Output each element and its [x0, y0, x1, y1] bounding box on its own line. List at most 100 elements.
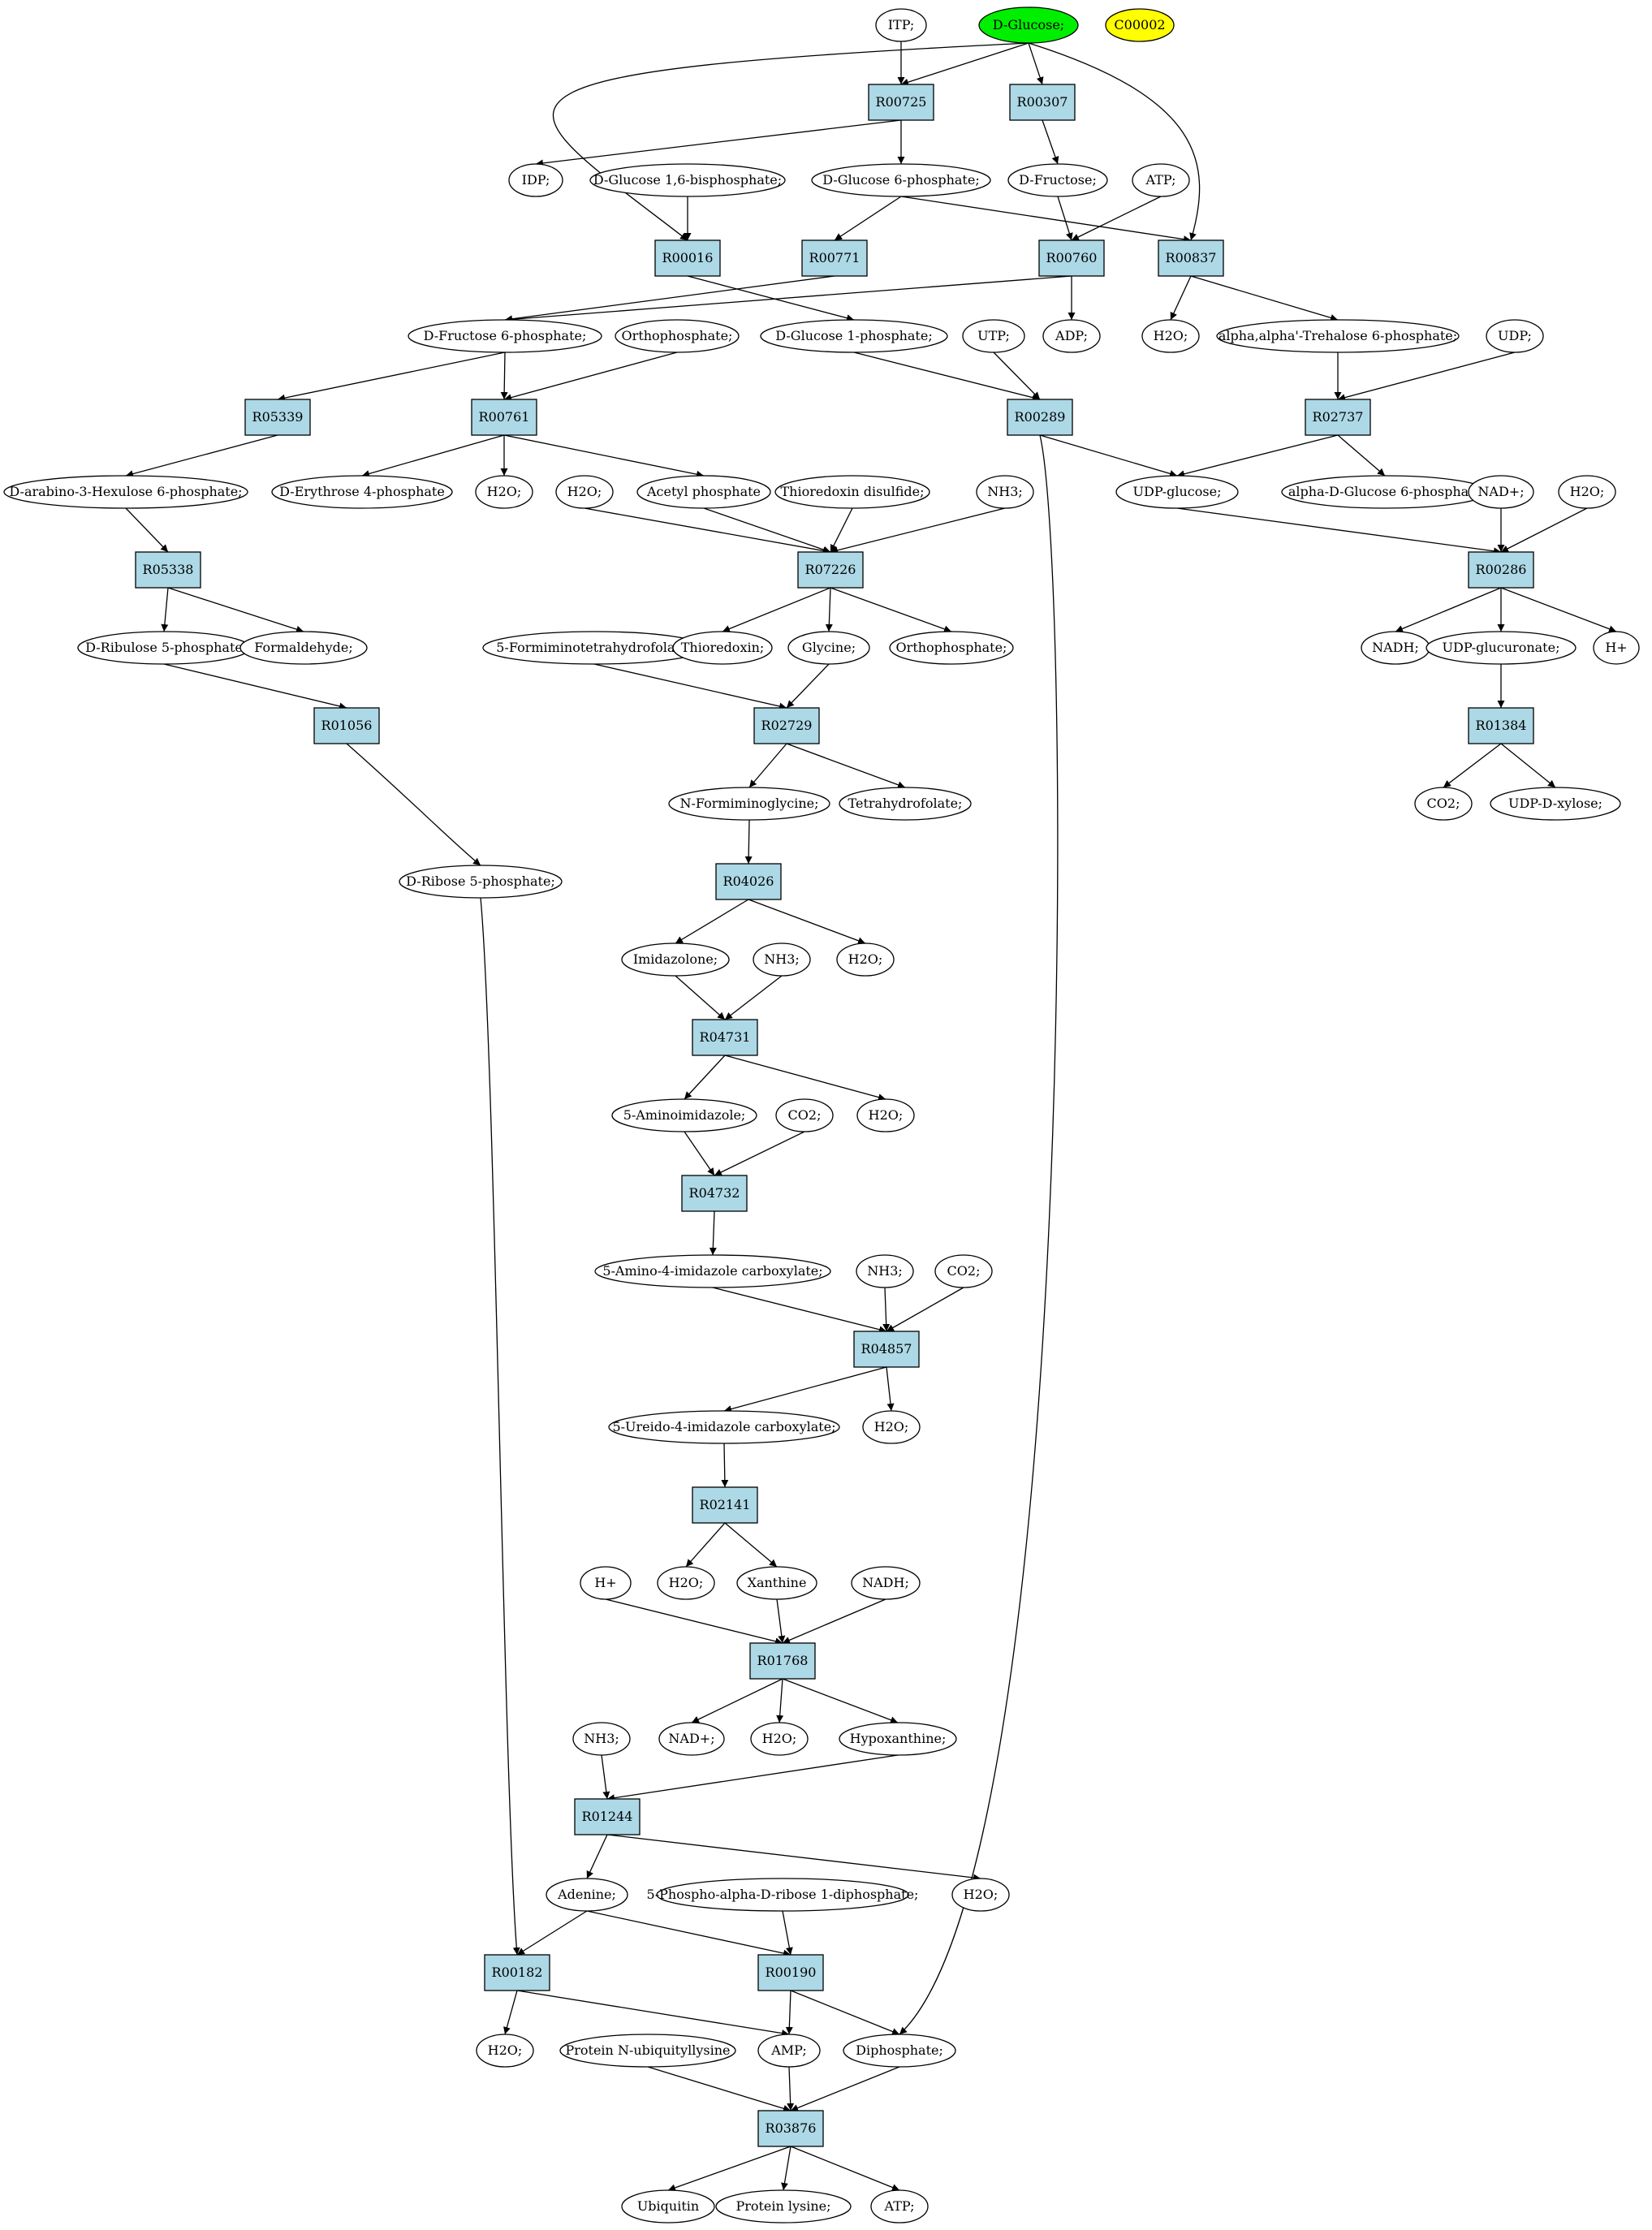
node-uic[interactable]: 5-Ureido-4-imidazole carboxylate;: [608, 1410, 840, 1444]
node-trx[interactable]: Thioredoxin;: [672, 631, 773, 665]
node-udpx[interactable]: UDP-D-xylose;: [1490, 787, 1621, 821]
node-nadp1[interactable]: NAD+;: [1468, 475, 1534, 509]
node-h2o4[interactable]: H2O;: [1558, 475, 1616, 509]
node-r07226[interactable]: R07226: [797, 551, 864, 589]
node-amp[interactable]: AMP;: [757, 2034, 821, 2068]
node-dglc[interactable]: D-Glucose;: [978, 6, 1079, 44]
node-adp[interactable]: ADP;: [1042, 319, 1101, 353]
node-h2o7[interactable]: H2O;: [862, 1410, 921, 1444]
node-r00837[interactable]: R00837: [1158, 239, 1224, 277]
node-imz[interactable]: Imidazolone;: [621, 942, 730, 977]
node-udp[interactable]: UDP;: [1486, 319, 1544, 353]
node-gly[interactable]: Glycine;: [787, 631, 870, 665]
node-h2o11[interactable]: H2O;: [476, 2034, 534, 2068]
node-h2o9[interactable]: H2O;: [750, 1722, 809, 1756]
node-r00725[interactable]: R00725: [868, 84, 934, 121]
node-h2o6[interactable]: H2O;: [856, 1098, 915, 1132]
node-r00016[interactable]: R00016: [654, 239, 721, 277]
node-r02729[interactable]: R02729: [753, 707, 820, 744]
node-r00761[interactable]: R00761: [471, 399, 537, 436]
node-nh3c[interactable]: NH3;: [856, 1254, 914, 1288]
node-nadp2[interactable]: NAD+;: [658, 1722, 725, 1756]
node-g16bp[interactable]: D-Glucose 1,6-bisphosphate;: [589, 163, 786, 197]
node-ade[interactable]: Adenine;: [546, 1878, 628, 1912]
node-idp[interactable]: IDP;: [508, 163, 563, 197]
node-r03876[interactable]: R03876: [757, 2110, 824, 2147]
node-pi1[interactable]: Orthophosphate;: [615, 319, 740, 353]
node-nh3d[interactable]: NH3;: [572, 1722, 631, 1756]
node-nadh1[interactable]: NADH;: [1361, 631, 1430, 665]
node-t6p[interactable]: alpha,alpha'-Trehalose 6-phosphate;: [1216, 319, 1460, 353]
node-g1p[interactable]: D-Glucose 1-phosphate;: [760, 319, 948, 353]
node-hyp[interactable]: Hypoxanthine;: [839, 1722, 957, 1756]
node-atp2[interactable]: ATP;: [870, 2189, 929, 2224]
node-r02141[interactable]: R02141: [692, 1486, 758, 1524]
node-h2o5[interactable]: H2O;: [836, 942, 895, 977]
node-nh3a[interactable]: NH3;: [976, 475, 1034, 509]
node-co2c[interactable]: CO2;: [934, 1254, 993, 1288]
node-acp[interactable]: Acetyl phosphate: [636, 475, 771, 509]
node-r01244[interactable]: R01244: [574, 1798, 641, 1835]
node-r05339[interactable]: R05339: [244, 399, 311, 436]
node-r00771[interactable]: R00771: [801, 239, 868, 277]
node-thf[interactable]: Tetrahydrofolate;: [839, 787, 972, 821]
node-label: Thioredoxin disulfide;: [780, 484, 924, 499]
node-c00002[interactable]: C00002: [1105, 8, 1175, 42]
node-fthf[interactable]: 5-Formiminotetrahydrofolate;: [482, 631, 706, 665]
node-r04857[interactable]: R04857: [853, 1331, 920, 1368]
node-hp2[interactable]: H+: [580, 1566, 632, 1600]
node-r00190[interactable]: R00190: [757, 1954, 824, 1991]
node-ag6p[interactable]: alpha-D-Glucose 6-phosphate: [1281, 475, 1489, 509]
node-plys[interactable]: Protein lysine;: [715, 2189, 852, 2224]
node-prpp[interactable]: 5-Phospho-alpha-D-ribose 1-diphosphate;: [647, 1878, 919, 1912]
node-r00286[interactable]: R00286: [1468, 551, 1534, 589]
node-h2o2[interactable]: H2O;: [475, 475, 533, 509]
node-txs[interactable]: Thioredoxin disulfide;: [774, 475, 930, 509]
node-co2a[interactable]: CO2;: [1414, 787, 1473, 821]
node-r00760[interactable]: R00760: [1038, 239, 1105, 277]
node-atp1[interactable]: ATP;: [1132, 163, 1190, 197]
compound-ellipse: [1414, 787, 1473, 821]
node-udpg[interactable]: UDP-glucose;: [1115, 475, 1239, 509]
node-r00182[interactable]: R00182: [484, 1954, 550, 1991]
node-r5p[interactable]: D-Ribose 5-phosphate;: [399, 865, 563, 899]
node-a3h6p[interactable]: D-arabino-3-Hexulose 6-phosphate;: [3, 475, 248, 509]
node-nh3b[interactable]: NH3;: [753, 942, 811, 977]
node-udpga[interactable]: UDP-glucuronate;: [1426, 631, 1577, 665]
node-r04731[interactable]: R04731: [692, 1019, 758, 1056]
node-itp[interactable]: ITP;: [875, 8, 927, 42]
node-nadh2[interactable]: NADH;: [851, 1566, 921, 1600]
node-r00289[interactable]: R00289: [1007, 399, 1073, 436]
node-h2o3[interactable]: H2O;: [555, 475, 614, 509]
node-utp[interactable]: UTP;: [962, 319, 1025, 353]
node-r01768[interactable]: R01768: [749, 1642, 816, 1680]
node-r00307[interactable]: R00307: [1009, 84, 1076, 121]
compound-ellipse: [572, 1722, 631, 1756]
node-ubq[interactable]: Ubiquitin: [621, 2189, 715, 2224]
node-aim[interactable]: 5-Aminoimidazole;: [611, 1098, 757, 1132]
node-g6p[interactable]: D-Glucose 6-phosphate;: [811, 163, 991, 197]
node-dr5p[interactable]: D-Ribulose 5-phosphate: [77, 631, 251, 665]
node-e4p[interactable]: D-Erythrose 4-phosphate: [271, 475, 453, 509]
node-pnul[interactable]: Protein N-ubiquityllysine: [559, 2034, 736, 2068]
node-h2o1[interactable]: H2O;: [1141, 319, 1200, 353]
node-fru[interactable]: D-Fructose;: [1007, 163, 1108, 197]
node-h2o8[interactable]: H2O;: [657, 1566, 715, 1600]
node-r04026[interactable]: R04026: [715, 863, 782, 900]
node-form[interactable]: Formaldehyde;: [239, 631, 368, 665]
node-nfg[interactable]: N-Formiminoglycine;: [668, 787, 830, 821]
node-aic[interactable]: 5-Amino-4-imidazole carboxylate;: [594, 1254, 831, 1288]
node-r01384[interactable]: R01384: [1468, 707, 1534, 744]
node-r01056[interactable]: R01056: [313, 707, 380, 744]
node-r02737[interactable]: R02737: [1305, 399, 1371, 436]
node-f6p[interactable]: D-Fructose 6-phosphate;: [408, 319, 602, 353]
edge-layer: [125, 41, 1617, 2192]
node-pi2[interactable]: Orthophosphate;: [889, 631, 1014, 665]
node-xan[interactable]: Xanthine: [736, 1566, 817, 1600]
node-h2o10[interactable]: H2O;: [951, 1878, 1010, 1912]
node-ppi[interactable]: Diphosphate;: [843, 2034, 956, 2068]
node-hp1[interactable]: H+: [1593, 631, 1640, 665]
node-r04732[interactable]: R04732: [681, 1175, 748, 1212]
node-co2b[interactable]: CO2;: [775, 1098, 834, 1132]
node-r05338[interactable]: R05338: [135, 551, 201, 589]
